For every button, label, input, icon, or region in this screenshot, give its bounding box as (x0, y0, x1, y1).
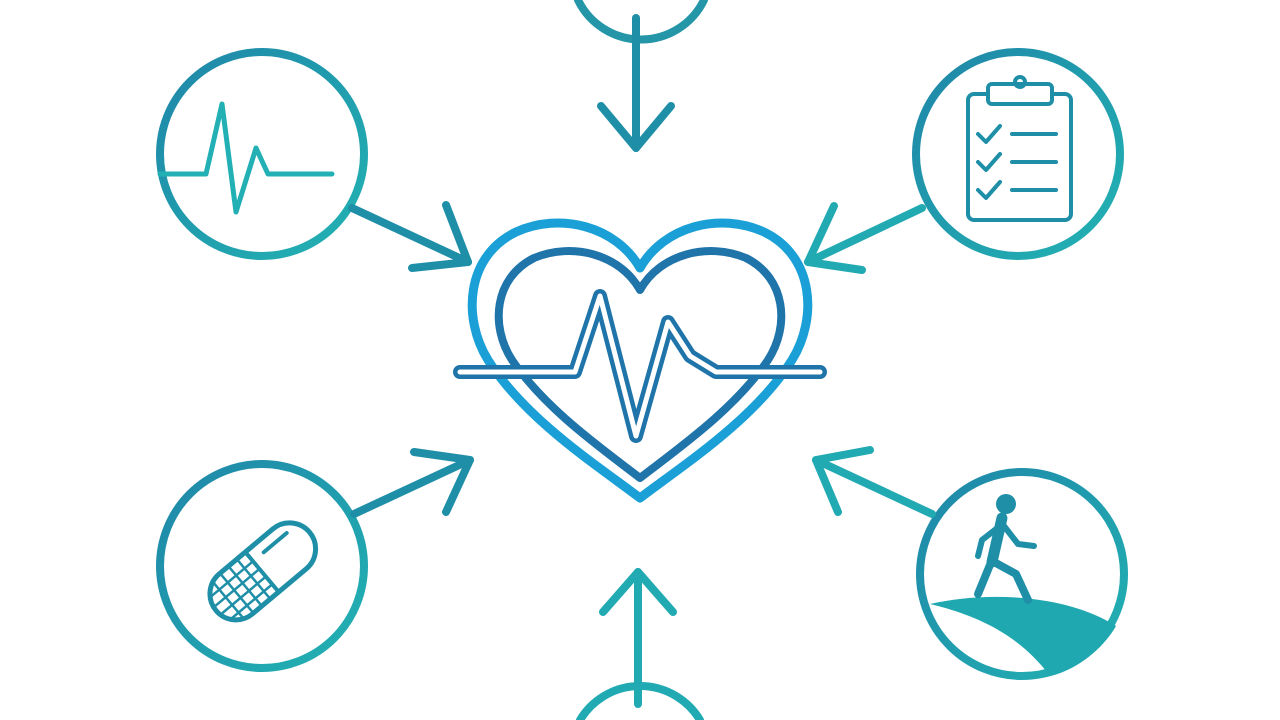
arrow-top (597, 14, 675, 152)
node-upper-left (156, 48, 472, 272)
heart-pulse-line (453, 289, 827, 443)
heart-pulse-icon (453, 218, 827, 503)
clipboard-checklist-icon (966, 75, 1073, 222)
hill-shape (930, 596, 1116, 676)
arrow-upper-right (804, 202, 926, 274)
ecg-pulse-icon (157, 101, 335, 215)
node-bottom (576, 568, 704, 720)
node-lower-left-circle (156, 460, 368, 672)
walking-person-icon (974, 494, 1037, 604)
arrow-upper-left (348, 201, 472, 272)
arrow-bottom (599, 568, 677, 708)
arrow-lower-left (350, 448, 474, 518)
pill-capsule-icon (207, 520, 319, 623)
node-upper-right-circle (912, 48, 1124, 260)
node-top-circle (574, 0, 708, 44)
arrow-lower-right (812, 446, 936, 518)
node-top (574, 0, 708, 152)
heart-outer-outline (467, 218, 813, 503)
node-lower-right (812, 446, 1128, 680)
heart-inner-outline (494, 247, 786, 482)
node-upper-right (804, 48, 1124, 274)
node-lower-left (156, 448, 474, 672)
node-lower-right-circle (916, 468, 1128, 680)
node-upper-left-circle (156, 48, 368, 260)
